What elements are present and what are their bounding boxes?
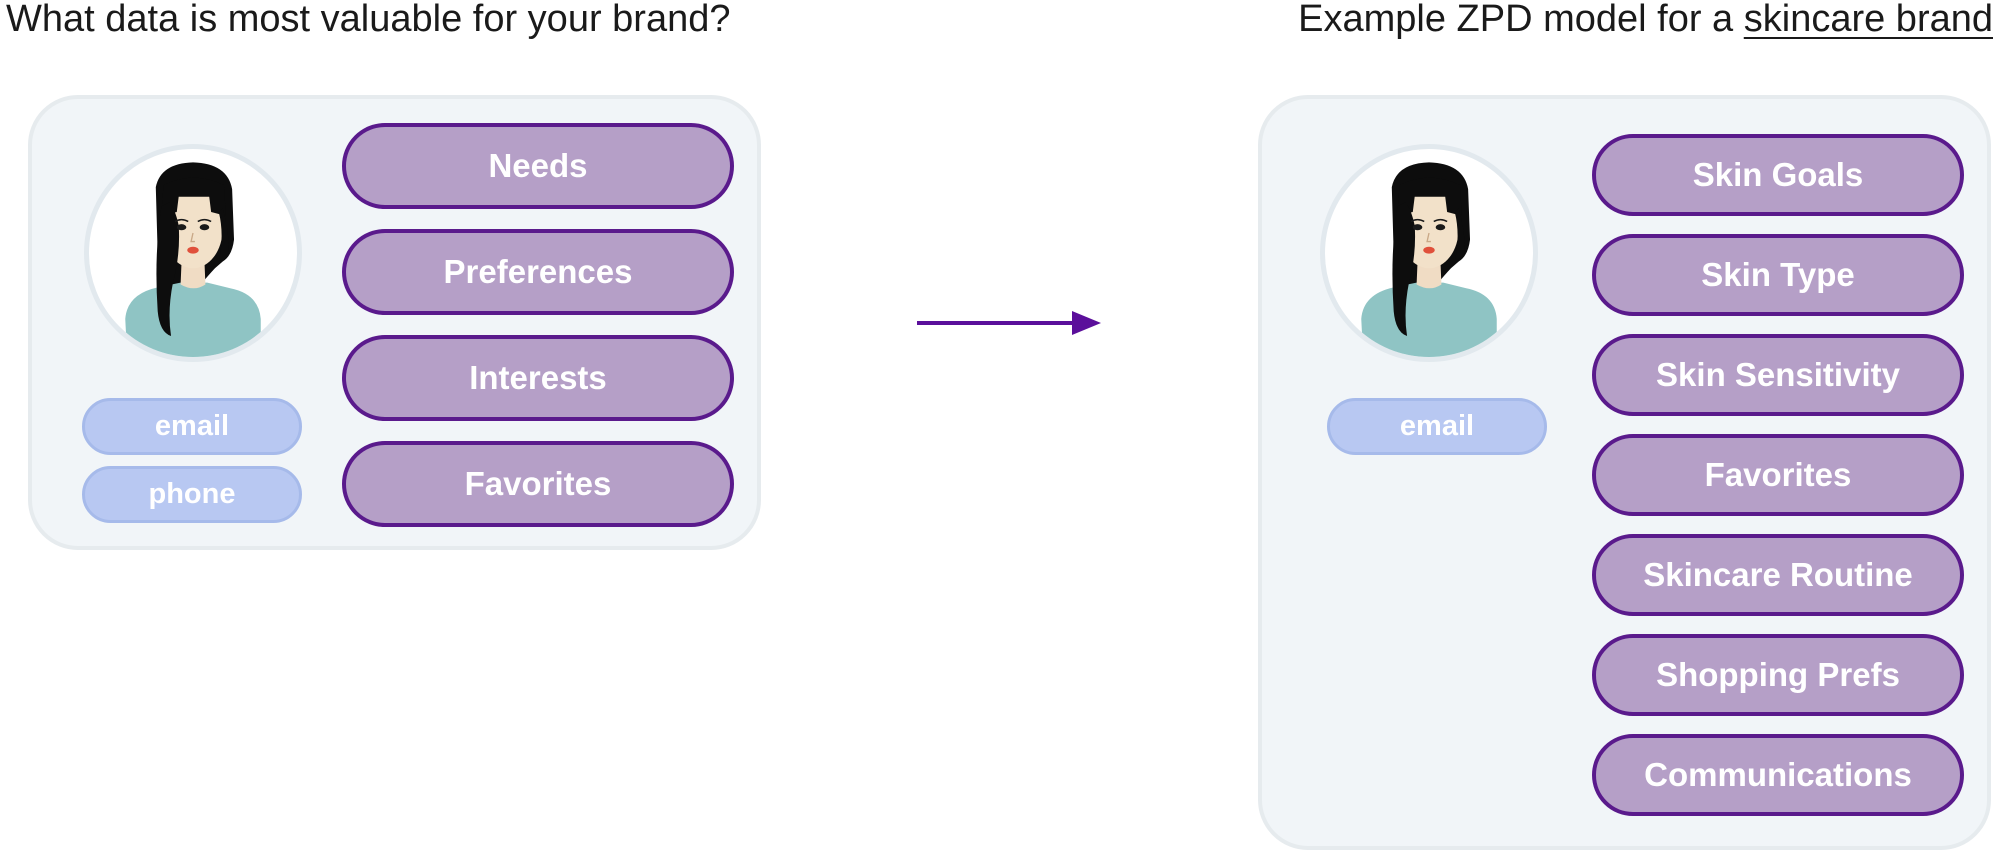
field-pill-needs: Needs [342,123,734,209]
contact-pill-phone: phone [82,466,302,523]
right-heading: Example ZPD model for a skincare brand [1298,0,1993,40]
field-pill-skin-sensitivity: Skin Sensitivity [1592,334,1964,416]
generic-profile-card: email phone Needs Preferences Interests … [28,95,761,550]
woman-avatar-icon [1361,162,1497,357]
customer-avatar [84,144,302,362]
left-heading: What data is most valuable for your bran… [6,0,731,40]
field-pill-favorites: Favorites [1592,434,1964,516]
customer-avatar [1320,144,1538,362]
field-pill-interests: Interests [342,335,734,421]
field-pill-preferences: Preferences [342,229,734,315]
field-pill-communications: Communications [1592,734,1964,816]
field-pill-skin-goals: Skin Goals [1592,134,1964,216]
contact-pill-email: email [1327,398,1547,455]
field-pill-skincare-routine: Skincare Routine [1592,534,1964,616]
right-heading-prefix: Example ZPD model for a [1298,0,1744,40]
field-pill-shopping-prefs: Shopping Prefs [1592,634,1964,716]
field-pill-favorites: Favorites [342,441,734,527]
contact-pill-email: email [82,398,302,455]
right-heading-emphasis: skincare brand [1743,0,1993,40]
skincare-profile-card: email Skin Goals Skin Type Skin Sensitiv… [1258,95,1991,850]
woman-avatar-icon [125,162,261,357]
right-arrow-icon [917,311,1101,335]
field-pill-skin-type: Skin Type [1592,234,1964,316]
